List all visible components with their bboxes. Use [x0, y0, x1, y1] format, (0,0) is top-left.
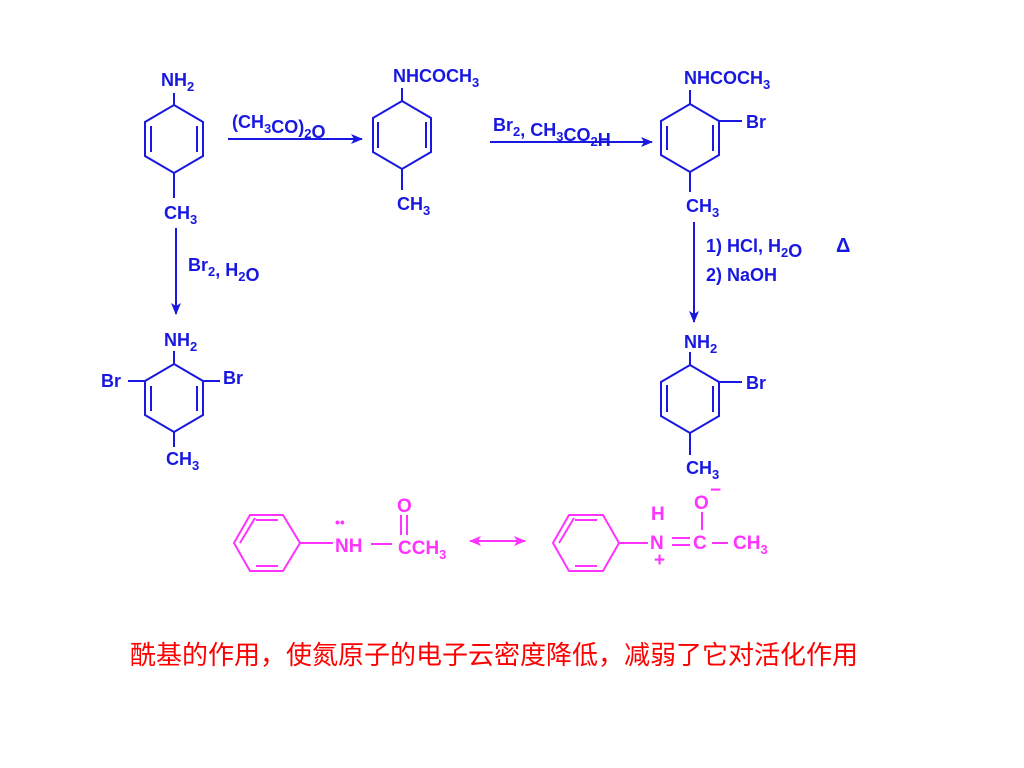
label-o-minus: O: [694, 493, 709, 514]
ring-product1: [372, 88, 432, 190]
ring-resonance-right: [551, 512, 728, 572]
ring-product2: [660, 90, 742, 192]
label-side-left: Br: [101, 371, 121, 391]
label-start-bottom: CH3: [164, 203, 197, 227]
label-start-top: NH2: [161, 70, 194, 94]
label-side-bottom: CH3: [166, 449, 199, 473]
label-carbonyl-o: O: [397, 496, 412, 517]
label-product3-bottom: CH3: [686, 458, 719, 482]
reagent-step1: (CH3CO)2O: [232, 112, 325, 142]
lone-pair: ••: [335, 514, 345, 530]
label-minus: −: [710, 480, 721, 501]
label-product1-bottom: CH3: [397, 194, 430, 218]
label-product1-top: NHCOCH3: [393, 66, 479, 90]
label-n: N: [650, 533, 664, 554]
label-product3-top: NH2: [684, 332, 717, 356]
label-cch3: CCH3: [398, 538, 446, 562]
label-side-top: NH2: [164, 330, 197, 354]
label-product3-side: Br: [746, 373, 766, 393]
reagent-step2: Br2, CH3CO2H: [493, 115, 611, 150]
label-h: H: [651, 504, 665, 525]
label-ch3-right: CH3: [733, 533, 768, 557]
label-product2-side: Br: [746, 112, 766, 132]
label-plus: +: [654, 550, 665, 571]
label-nh: NH: [335, 536, 362, 557]
ring-resonance-left: [232, 514, 408, 572]
caption: 酰基的作用，使氮原子的电子云密度降低，减弱了它对活化作用: [130, 641, 858, 671]
ring-product3: [660, 352, 742, 455]
reagent-step3-heat: Δ: [836, 235, 850, 257]
label-c: C: [693, 533, 707, 554]
reagent-step3-line1: 1) HCl, H2O: [706, 236, 802, 261]
label-product2-top: NHCOCH3: [684, 68, 770, 92]
ring-start: [144, 93, 204, 198]
label-product2-bottom: CH3: [686, 196, 719, 220]
ring-side-product: [128, 351, 220, 447]
label-side-right: Br: [223, 368, 243, 388]
reagent-side: Br2, H2O: [188, 255, 260, 285]
reagent-step3-line2: 2) NaOH: [706, 265, 777, 285]
